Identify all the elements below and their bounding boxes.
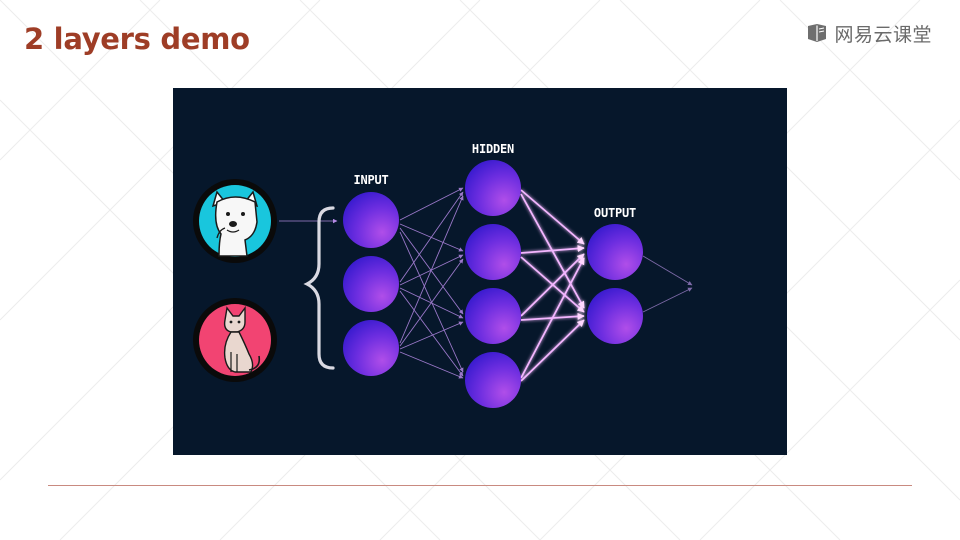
brand-name: 网易云课堂 (834, 23, 932, 46)
dog-input-image (193, 179, 277, 263)
hidden-node (465, 224, 521, 280)
hidden-layer (465, 160, 521, 408)
output-result-connections (642, 255, 693, 313)
cat-icon (223, 305, 261, 373)
hidden-node (465, 160, 521, 216)
output-node (587, 224, 643, 280)
input-brace (303, 206, 335, 370)
layer-label-hidden: HIDDEN (472, 142, 514, 156)
cat-input-image (193, 298, 277, 382)
output-node (587, 288, 643, 344)
hidden-node (465, 288, 521, 344)
slide-title: 2 layers demo (24, 22, 250, 56)
brand-logo: 网易云课堂 (806, 20, 932, 46)
input-hidden-connections (399, 187, 464, 379)
input-node (343, 192, 399, 248)
input-node (343, 320, 399, 376)
neural-network-diagram: INPUT HIDDEN OUTPUT (173, 88, 787, 455)
hidden-output-connections (520, 189, 585, 382)
input-node (343, 256, 399, 312)
input-layer (343, 192, 399, 376)
layer-label-input: INPUT (353, 173, 388, 187)
book-icon (808, 24, 827, 42)
layer-label-output: OUTPUT (594, 206, 636, 220)
footer-divider (48, 485, 912, 486)
output-layer (587, 224, 643, 344)
dog-icon (211, 190, 259, 257)
hidden-node (465, 352, 521, 408)
